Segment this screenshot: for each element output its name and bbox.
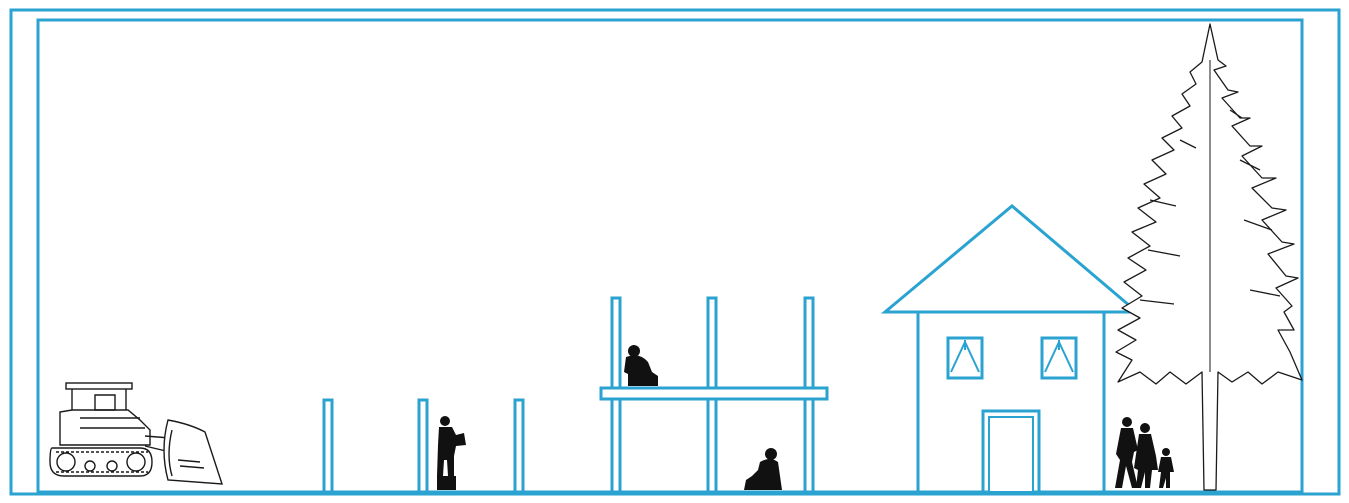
footing-post	[515, 400, 523, 492]
inner-frame	[38, 20, 1302, 492]
frame-floor-slab	[601, 388, 827, 399]
house-roof	[885, 206, 1137, 312]
footing-post	[419, 400, 427, 492]
house-icon	[885, 206, 1137, 492]
bulldozer-icon	[50, 383, 222, 484]
framing-structure	[601, 298, 827, 492]
worker-kneeling-ground-icon	[744, 448, 782, 490]
footing-post	[324, 400, 332, 492]
worker-reading-plans-icon	[437, 416, 466, 490]
family-walking-icon	[1115, 417, 1174, 488]
worker-kneeling-upper-icon	[624, 345, 658, 386]
pine-tree-icon	[1116, 24, 1302, 490]
foundation-posts	[324, 400, 523, 492]
